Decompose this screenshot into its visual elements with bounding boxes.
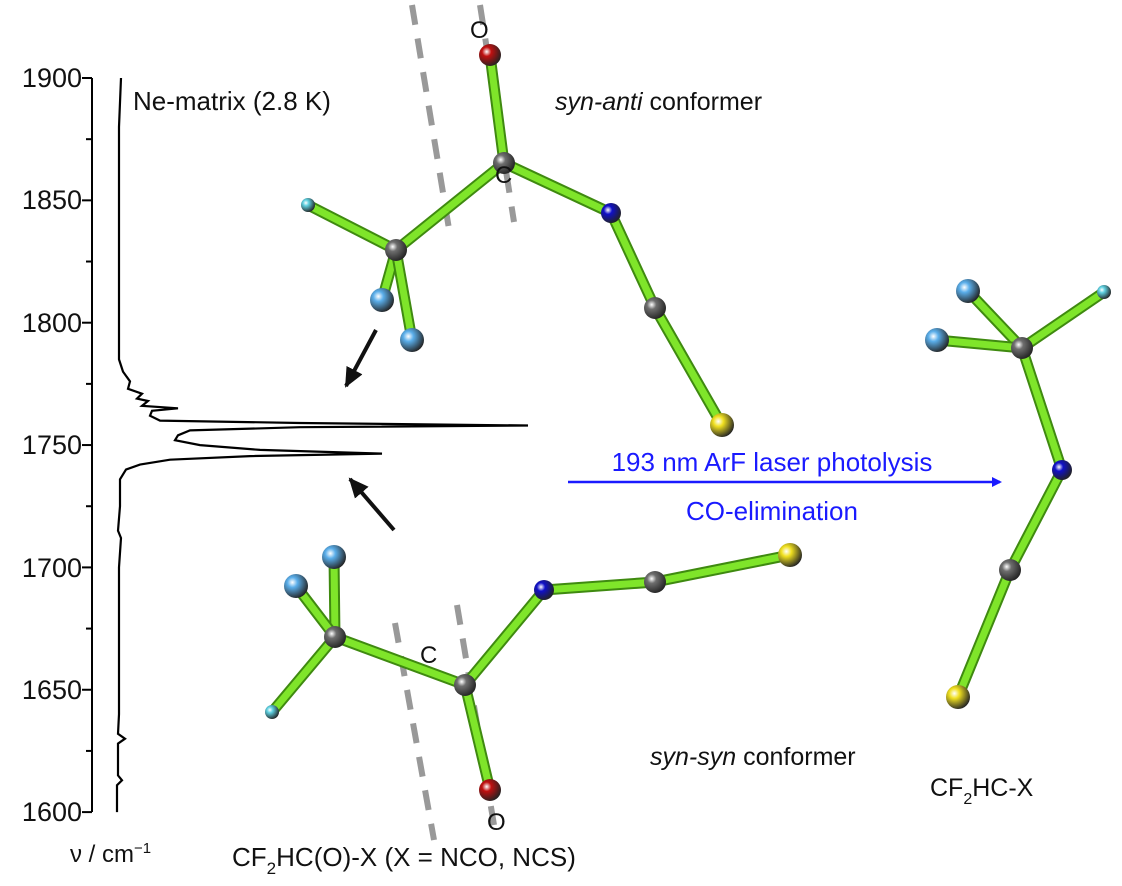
atom-f xyxy=(925,328,949,352)
atom-c xyxy=(324,626,346,648)
bond-highlight xyxy=(964,287,1026,352)
tick-label-1800: 1800 xyxy=(22,308,82,338)
tick-label-1850: 1850 xyxy=(22,185,82,215)
atom-h xyxy=(301,198,315,212)
atom-n xyxy=(1052,460,1072,480)
wavenumber-axis xyxy=(82,77,93,814)
syn-anti-label: syn-anti conformer xyxy=(555,88,762,116)
atom-f xyxy=(370,288,394,312)
spectrum-label: Ne-matrix (2.8 K) xyxy=(133,86,331,116)
bond-highlight xyxy=(392,159,508,254)
syn-syn-label: syn-syn conformer xyxy=(650,743,856,771)
atom-c xyxy=(644,571,666,593)
bond-highlight xyxy=(651,551,794,586)
bond-highlight xyxy=(304,201,400,254)
atom-n xyxy=(534,580,554,600)
molecule-syn-anti xyxy=(301,44,734,437)
tick-label-1900: 1900 xyxy=(22,63,82,93)
atom-c xyxy=(999,559,1021,581)
bond-highlight xyxy=(954,566,1014,701)
atom-f xyxy=(284,574,308,598)
tick-label-1600: 1600 xyxy=(22,797,82,827)
tick-label-1700: 1700 xyxy=(22,553,82,583)
bond-highlight xyxy=(486,51,508,167)
atom-label-c-top: C xyxy=(495,162,512,189)
atom-c xyxy=(454,674,476,696)
bond-highlight xyxy=(330,553,339,641)
molecule-syn-syn xyxy=(265,543,802,801)
bond-highlight xyxy=(392,246,416,344)
reaction-type: CO-elimination xyxy=(686,496,858,526)
tick-label-1750: 1750 xyxy=(22,430,82,460)
arrow-to-peak-syn-anti xyxy=(344,329,378,388)
atom-c xyxy=(493,152,515,174)
atom-c xyxy=(385,239,407,261)
atom-label-o-top: O xyxy=(470,17,489,44)
atom-label-o-bottom: O xyxy=(487,809,506,836)
atom-h xyxy=(265,705,279,719)
ir-spectrum-trace xyxy=(115,77,529,813)
reaction-condition: 193 nm ArF laser photolysis xyxy=(612,447,933,477)
atom-s xyxy=(778,543,802,567)
molecule-product xyxy=(925,279,1111,709)
molecules xyxy=(265,44,1111,801)
bond-highlight xyxy=(651,304,726,429)
arrow-to-peak-syn-syn xyxy=(348,477,396,532)
bond-highlight xyxy=(268,633,339,716)
bond-highlight xyxy=(607,209,659,312)
atom-s xyxy=(946,685,970,709)
atom-c xyxy=(644,297,666,319)
bond-highlight xyxy=(540,578,659,594)
tick-label-1650: 1650 xyxy=(22,675,82,705)
atom-f xyxy=(322,545,346,569)
atom-o xyxy=(479,779,501,801)
product-formula: CF2HC-X xyxy=(930,774,1034,808)
atom-f xyxy=(956,279,980,303)
atom-n xyxy=(601,203,621,223)
atom-s xyxy=(710,413,734,437)
atom-h xyxy=(1097,285,1111,299)
atom-f xyxy=(400,328,424,352)
atom-label-c-bottom: C xyxy=(420,642,437,669)
bond-highlight xyxy=(461,586,548,689)
bond-highlight xyxy=(1018,288,1108,352)
bond-highlight xyxy=(500,159,615,217)
atom-o xyxy=(479,44,501,66)
bond-highlight xyxy=(933,336,1026,352)
bond-highlight xyxy=(1018,344,1066,474)
axis-title: ν / cm−1 xyxy=(70,840,151,868)
atom-c xyxy=(1011,337,1033,359)
bond-highlight xyxy=(331,633,469,689)
bond-highlight xyxy=(461,681,494,794)
reactant-formula: CF2HC(O)-X (X = NCO, NCS) xyxy=(232,842,576,878)
bond-highlight xyxy=(1006,466,1066,574)
